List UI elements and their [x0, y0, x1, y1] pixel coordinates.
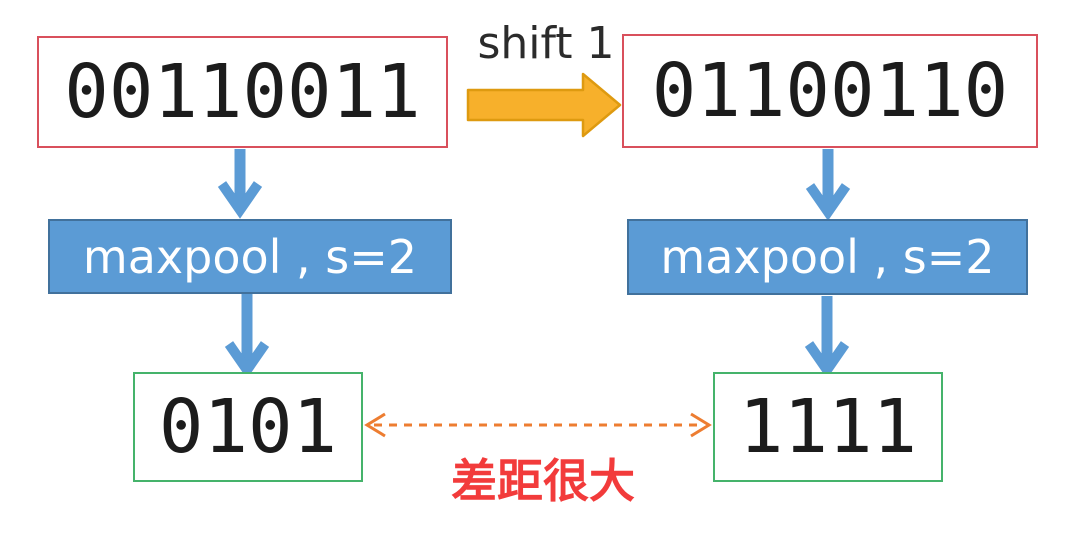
flow-arrow-top-left-head [217, 181, 263, 219]
maxpool-left-label: maxpool , s=2 [82, 229, 418, 284]
result-left-value: 0101 [158, 384, 338, 470]
result-right-box: 1111 [713, 372, 943, 482]
difference-double-arrow [364, 412, 712, 438]
difference-double-arrow-left-head [364, 412, 386, 438]
flow-arrow-bottom-right-head [804, 341, 850, 379]
flow-arrow-bottom-left-head [224, 341, 270, 379]
flow-arrow-top-right-head [805, 183, 851, 221]
flow-arrow-bottom-right [804, 296, 850, 379]
flow-arrow-top-right [805, 149, 851, 221]
flow-arrow-bottom-left [224, 294, 270, 379]
flow-arrow-top-left [217, 149, 263, 219]
shifted-sequence-value: 01100110 [651, 48, 1009, 134]
shifted-sequence-box: 01100110 [622, 34, 1038, 148]
input-sequence-value: 00110011 [64, 49, 421, 135]
input-sequence-box: 00110011 [37, 36, 448, 148]
shift-label: shift 1 [477, 18, 615, 69]
result-right-value: 1111 [738, 384, 918, 470]
shift-right-arrow-shape [466, 72, 622, 138]
difference-double-arrow-right-head [690, 412, 712, 438]
shift-right-arrow [466, 72, 622, 138]
maxpool-left-box: maxpool , s=2 [48, 219, 452, 294]
difference-label: 差距很大 [451, 454, 635, 508]
maxpool-right-label: maxpool , s=2 [660, 230, 995, 284]
result-left-box: 0101 [133, 372, 363, 482]
maxpool-right-box: maxpool , s=2 [627, 219, 1028, 295]
